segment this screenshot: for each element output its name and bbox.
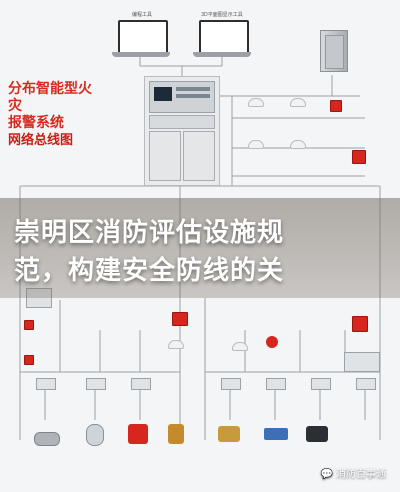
diagram-title-line2: 报警系统 xyxy=(8,114,64,130)
sprinkler-valve-icon xyxy=(168,424,184,444)
input-module-icon xyxy=(36,378,56,390)
heat-detector-icon xyxy=(290,98,306,107)
banner-line-1: 崇明区消防评估设施规 xyxy=(14,218,285,248)
laptop-left-label: 编程工具 xyxy=(131,12,152,18)
input-module-icon xyxy=(86,378,106,390)
fire-alarm-control-cabinet xyxy=(144,76,220,186)
watermark: 💬 消防百事通 xyxy=(321,465,386,480)
display-panel-icon xyxy=(344,352,380,372)
smoke-detector-icon xyxy=(248,98,264,107)
laptop-left-base xyxy=(112,52,170,57)
heat-detector-icon xyxy=(290,140,306,149)
manual-call-point-icon xyxy=(352,316,368,332)
diagram-title-line3: 网络总线图 xyxy=(8,132,74,147)
damper-actuator-icon xyxy=(264,428,288,440)
smoke-detector-icon xyxy=(248,140,264,149)
level-gauge-icon xyxy=(86,424,104,446)
chat-icon: 💬 xyxy=(320,469,336,480)
banner-line-2: 范，构建安全防线的关 xyxy=(14,256,285,286)
diagram-title-line1: 分布智能型火灾 xyxy=(8,80,92,113)
laptop-right-label: 3D平面图显示工具 xyxy=(201,12,243,18)
input-module-icon xyxy=(266,378,286,390)
alarm-button-icon xyxy=(24,355,34,365)
heat-detector-icon xyxy=(232,342,248,351)
input-module-icon xyxy=(356,378,376,390)
title-banner: 崇明区消防评估设施规 范，构建安全防线的关 xyxy=(0,198,400,298)
manual-call-point-icon xyxy=(330,100,342,112)
smoke-detector-icon xyxy=(168,340,184,349)
input-module-icon xyxy=(311,378,331,390)
laptop-right-icon xyxy=(199,20,249,54)
laptop-left-icon xyxy=(118,20,168,54)
alarm-bell-icon xyxy=(266,336,278,348)
input-module-icon xyxy=(131,378,151,390)
fan-control-icon xyxy=(306,426,328,442)
diagram-title: 分布智能型火灾 报警系统 网络总线图 xyxy=(8,80,104,147)
elevator-icon xyxy=(320,30,348,72)
laptop-right-base xyxy=(193,52,251,57)
alarm-button-icon xyxy=(24,320,34,330)
fire-valve-icon xyxy=(128,424,148,444)
flow-indicator-icon xyxy=(218,426,240,442)
manual-call-point-icon xyxy=(352,150,366,164)
watermark-text: 消防百事通 xyxy=(336,469,386,480)
pressure-switch-icon xyxy=(34,432,60,446)
manual-call-point-icon xyxy=(172,312,188,326)
input-module-icon xyxy=(221,378,241,390)
